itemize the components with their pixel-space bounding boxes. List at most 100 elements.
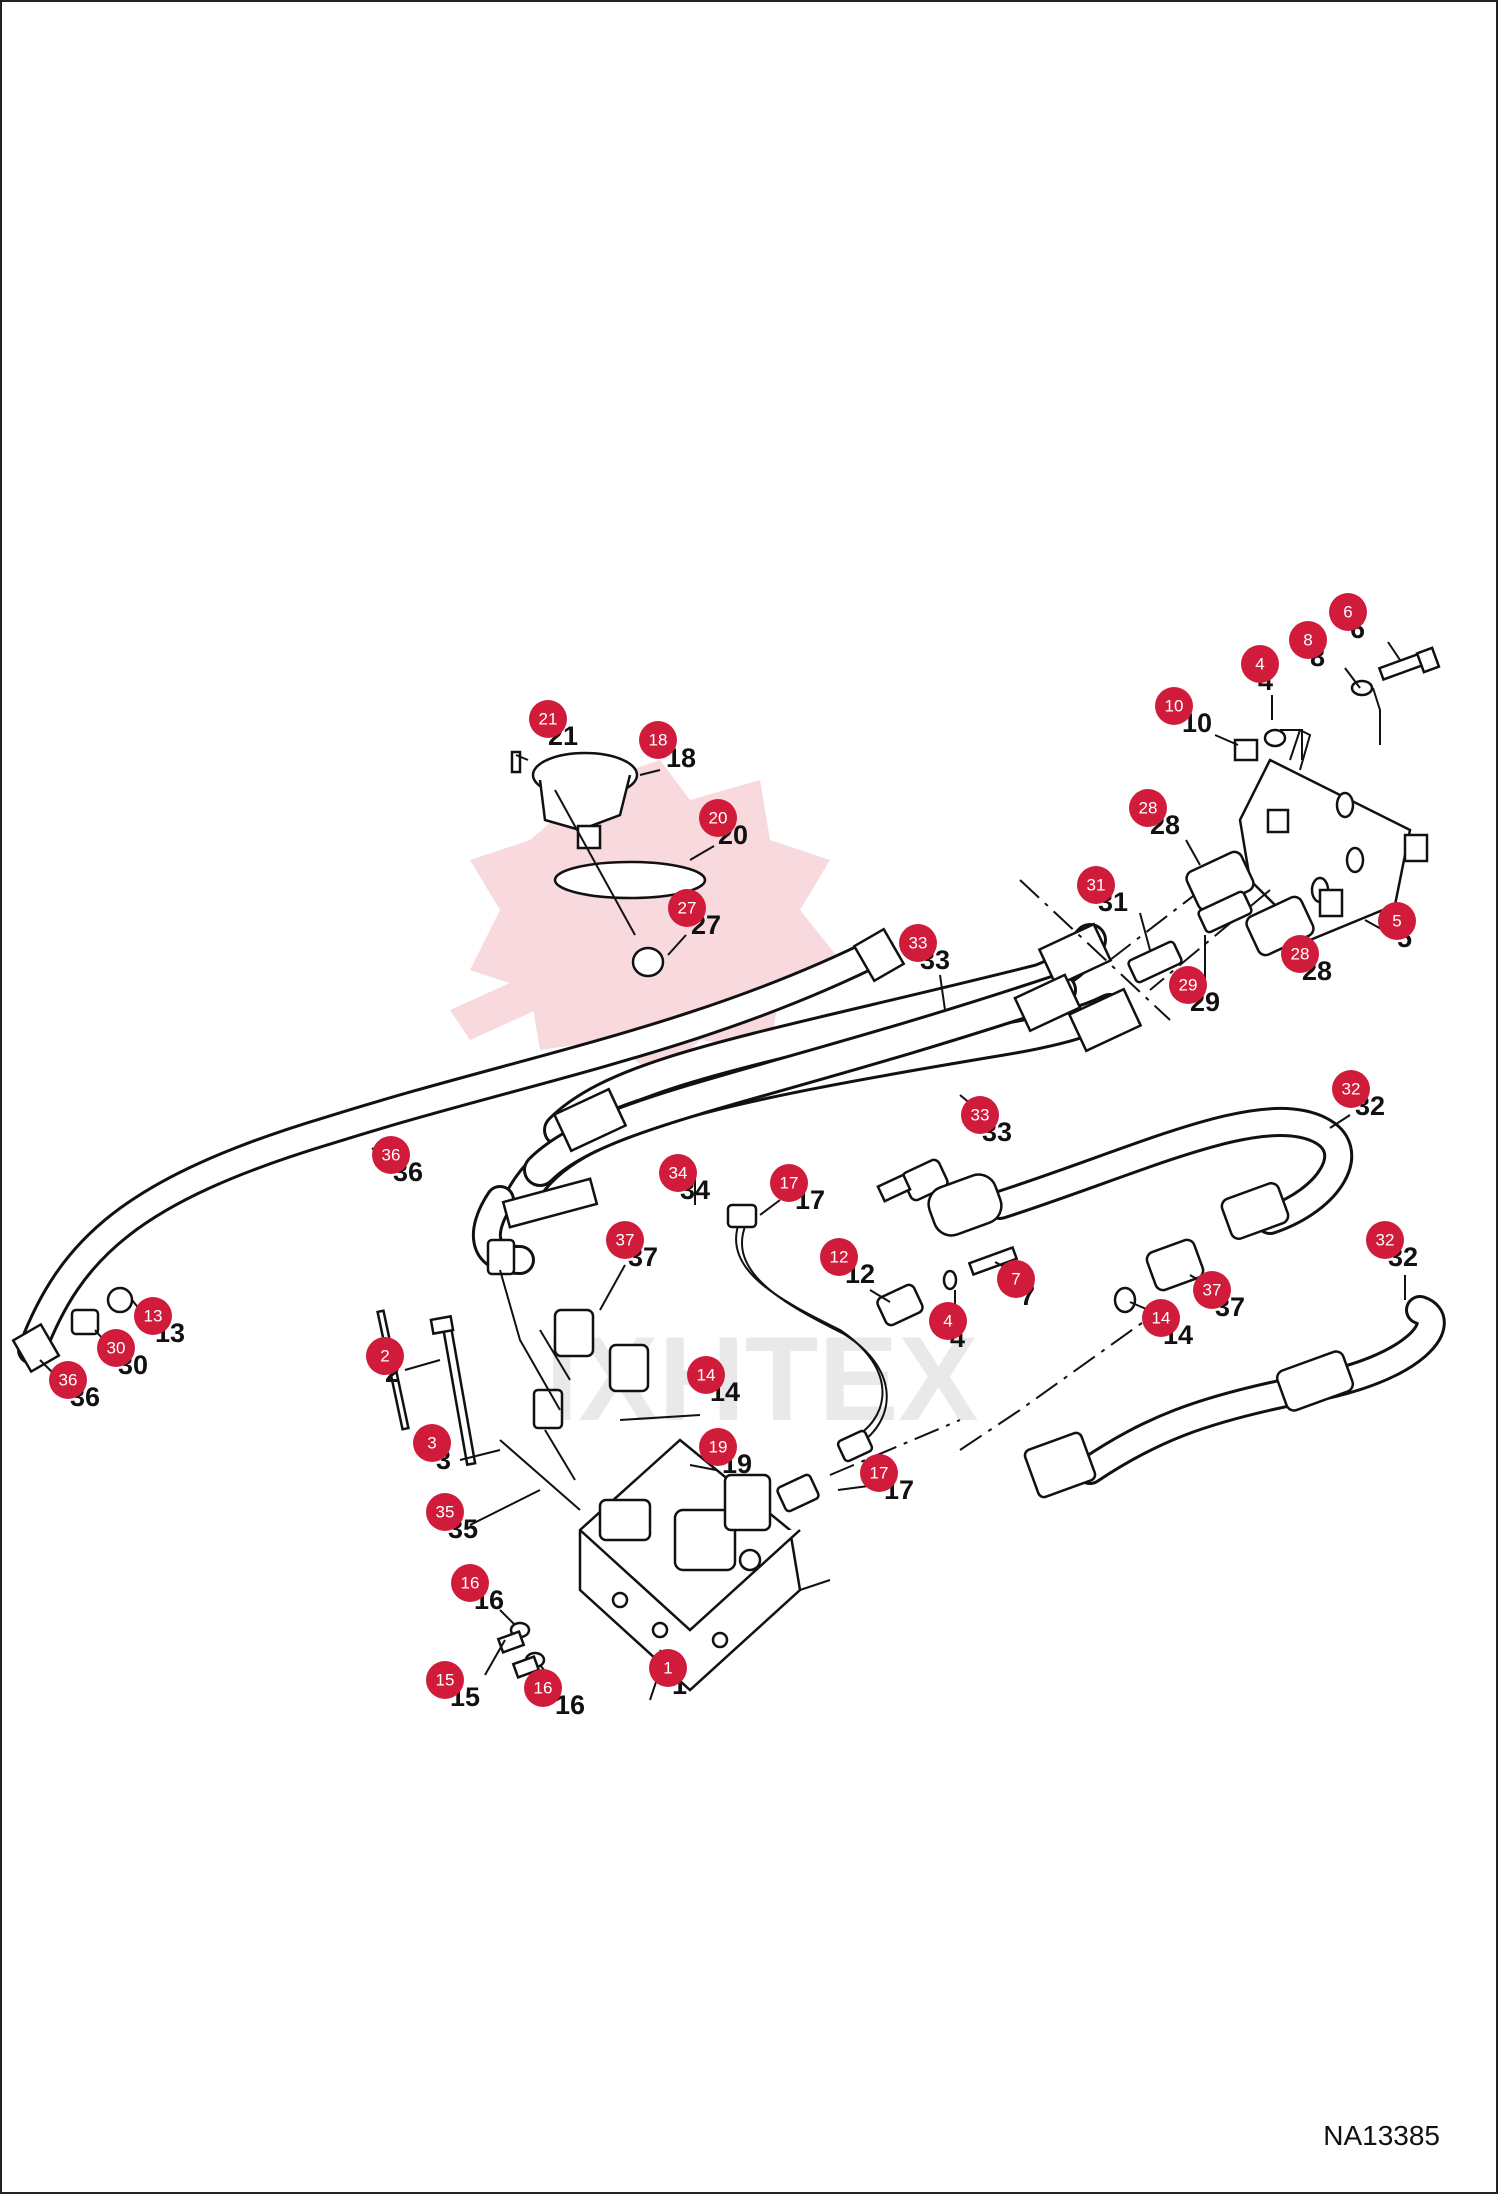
part-badge[interactable]: 15 [426,1661,464,1699]
part-badge[interactable]: 12 [820,1238,858,1276]
part-badge[interactable]: 18 [639,721,677,759]
leader-line [1344,667,1361,689]
part-badge[interactable]: 28 [1281,935,1319,973]
part-badge[interactable]: 16 [451,1564,489,1602]
part-badge[interactable]: 8 [1289,621,1327,659]
part-badge[interactable]: 1 [649,1649,687,1687]
badge-text: 33 [909,934,928,953]
badge-text: 35 [436,1503,455,1522]
part-badge[interactable]: 31 [1077,866,1115,904]
badge-text: 27 [678,899,697,918]
part-badge[interactable]: 17 [770,1164,808,1202]
hose-32-upper [927,1107,1354,1314]
part-badge[interactable]: 37 [606,1221,644,1259]
badge-circle [606,1221,644,1259]
part-badge[interactable]: 28 [1129,789,1167,827]
leader-line [404,1359,441,1371]
part-badge[interactable]: 7 [997,1260,1035,1298]
part-badge[interactable]: 20 [699,799,737,837]
part-badge[interactable]: 29 [1169,966,1207,1004]
callout-4a: 44 [1241,645,1279,720]
badge-text: 16 [534,1679,553,1698]
badge-text: 16 [461,1574,480,1593]
part-badge[interactable]: 13 [134,1297,172,1335]
badge-circle [929,1302,967,1340]
part-badge[interactable]: 36 [49,1361,87,1399]
part-badge[interactable]: 6 [1329,593,1367,631]
part-badge[interactable]: 35 [426,1493,464,1531]
leader-line [689,1464,717,1471]
badge-circle [366,1337,404,1375]
part-badge[interactable]: 32 [1366,1221,1404,1259]
part-badge[interactable]: 33 [899,924,937,962]
part-badge[interactable]: 10 [1155,687,1193,725]
leader-line [459,1449,501,1461]
badge-text: 13 [144,1307,163,1326]
leader-line [469,1489,541,1526]
part-badge[interactable]: 2 [366,1337,404,1375]
badge-circle [1077,866,1115,904]
part-badge[interactable]: 30 [97,1329,135,1367]
part-badge[interactable]: 14 [1142,1299,1180,1337]
part-badge[interactable]: 4 [1241,645,1279,683]
badge-circle [524,1669,562,1707]
drawing-reference-number: NA13385 [1323,2120,1440,2151]
badge-circle [687,1356,725,1394]
leader-line [1387,641,1401,661]
part-badge[interactable]: 27 [668,889,706,927]
fittings-13-30 [70,1286,134,1336]
fittings-28-31-29 [1109,850,1315,991]
switch-12 [876,1158,1019,1327]
leader-line [1329,1114,1351,1129]
leader-line [759,1199,781,1216]
part-badge[interactable]: 17 [860,1454,898,1492]
part-badge[interactable]: 4 [929,1302,967,1340]
badge-circle [1329,593,1367,631]
part-badge[interactable]: 16 [524,1669,562,1707]
badge-text: 18 [649,731,668,750]
callout-8: 88 [1289,621,1361,689]
leader-line [1185,839,1201,866]
badge-text: 21 [539,710,558,729]
part-badge[interactable]: 34 [659,1154,697,1192]
part-badge[interactable]: 37 [1193,1271,1231,1309]
badge-text: 36 [59,1371,78,1390]
badge-circle [529,700,567,738]
badge-text: 2 [380,1347,389,1366]
dash-lines [829,879,1171,1476]
part-badge[interactable]: 36 [372,1136,410,1174]
badge-text: 17 [780,1174,799,1193]
badge-text: 19 [709,1438,728,1457]
part-badge[interactable]: 32 [1332,1070,1370,1108]
part-badge[interactable]: 19 [699,1428,737,1466]
part-badge[interactable]: 14 [687,1356,725,1394]
leader-line [599,1264,626,1311]
badge-circle [426,1493,464,1531]
badge-circle [1142,1299,1180,1337]
part-badge[interactable]: 33 [961,1096,999,1134]
badge-circle [639,721,677,759]
gauge-assembly [510,750,707,978]
part-badge[interactable]: 21 [529,700,567,738]
badge-text: 36 [382,1146,401,1165]
badge-circle [860,1454,898,1492]
badge-text: 34 [669,1164,688,1183]
badge-text: 32 [1376,1231,1395,1250]
badge-circle [413,1424,451,1462]
part-badge[interactable]: 3 [413,1424,451,1462]
callout-layer: 2121181820202727101044886628283131552828… [39,593,1418,1720]
badge-text: 14 [697,1366,716,1385]
badge-circle [961,1096,999,1134]
part-badge[interactable]: 5 [1378,902,1416,940]
